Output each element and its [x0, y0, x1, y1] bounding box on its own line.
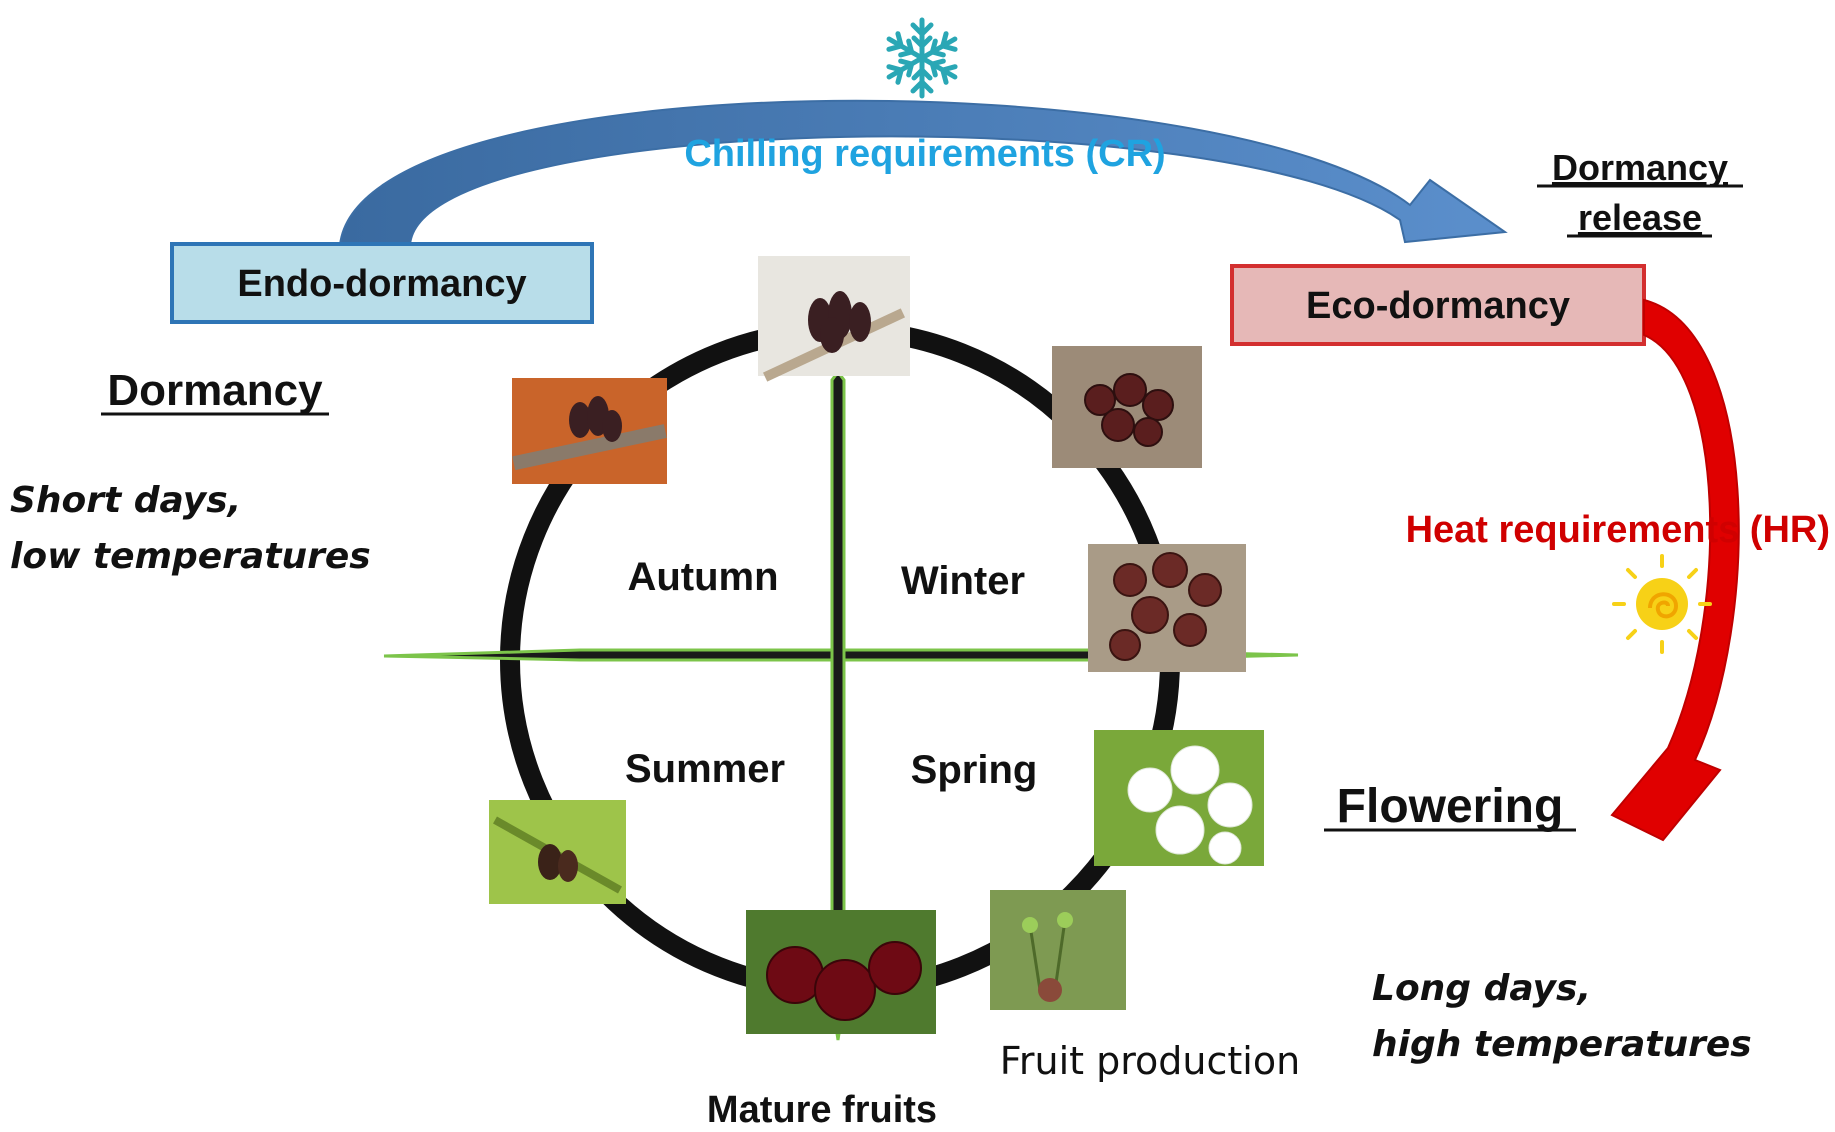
- leaf-bud-icon: [493, 816, 622, 894]
- cherry-icon: [766, 941, 922, 1021]
- snowflake-icon: [885, 17, 960, 96]
- chilling-label: Chilling requirements (CR): [684, 133, 1165, 175]
- photo-swelling-bud-late-winter: [1088, 544, 1246, 672]
- photo-mature-cherries: [746, 910, 936, 1034]
- photo-fruit-set: [990, 890, 1126, 1010]
- flowering-line1: Long days,: [1372, 968, 1591, 1009]
- dormancy-line2: low temperatures: [10, 536, 371, 577]
- photo-dormant-bud-autumn: [512, 378, 667, 484]
- dormancy-release-line2: release: [1578, 197, 1702, 238]
- flowering-line2: high temperatures: [1372, 1024, 1752, 1065]
- heat-label: Heat requirements (HR): [1406, 509, 1830, 551]
- fruit-production-label: Fruit production: [1000, 1039, 1300, 1083]
- eco-dormancy-label: Eco-dormancy: [1306, 285, 1570, 327]
- dormancy-line1: Short days,: [10, 480, 241, 521]
- mature-fruits-label: Mature fruits: [707, 1089, 937, 1131]
- fruit-set-icon: [1022, 912, 1073, 1002]
- season-winter: Winter: [901, 559, 1025, 603]
- dormancy-heading: Dormancy: [107, 366, 323, 415]
- photo-summer-bud: [489, 800, 626, 904]
- endo-dormancy-label: Endo-dormancy: [237, 263, 526, 305]
- swelling-bud-icon: [1084, 373, 1174, 447]
- endo-dormancy-box: [170, 242, 594, 324]
- photo-swelling-bud-winter: [1052, 346, 1202, 468]
- chilling-arrow: [338, 99, 1508, 246]
- swelling-bud-icon: [1109, 552, 1222, 661]
- season-spring: Spring: [911, 748, 1038, 792]
- dormant-bud-icon: [569, 396, 622, 442]
- photo-cherry-blossom: [1094, 730, 1264, 866]
- photo-dormant-bud-top: [758, 256, 910, 382]
- sun-icon: [1612, 554, 1712, 654]
- flower-icon: [1127, 745, 1253, 865]
- season-summer: Summer: [625, 747, 785, 791]
- dormancy-release-line1: Dormancy: [1552, 147, 1728, 188]
- season-axes: [383, 369, 1299, 1041]
- flowering-heading: Flowering: [1337, 780, 1564, 833]
- season-autumn: Autumn: [627, 555, 778, 599]
- dormant-bud-icon: [808, 291, 871, 353]
- heat-arrow: [1610, 298, 1740, 842]
